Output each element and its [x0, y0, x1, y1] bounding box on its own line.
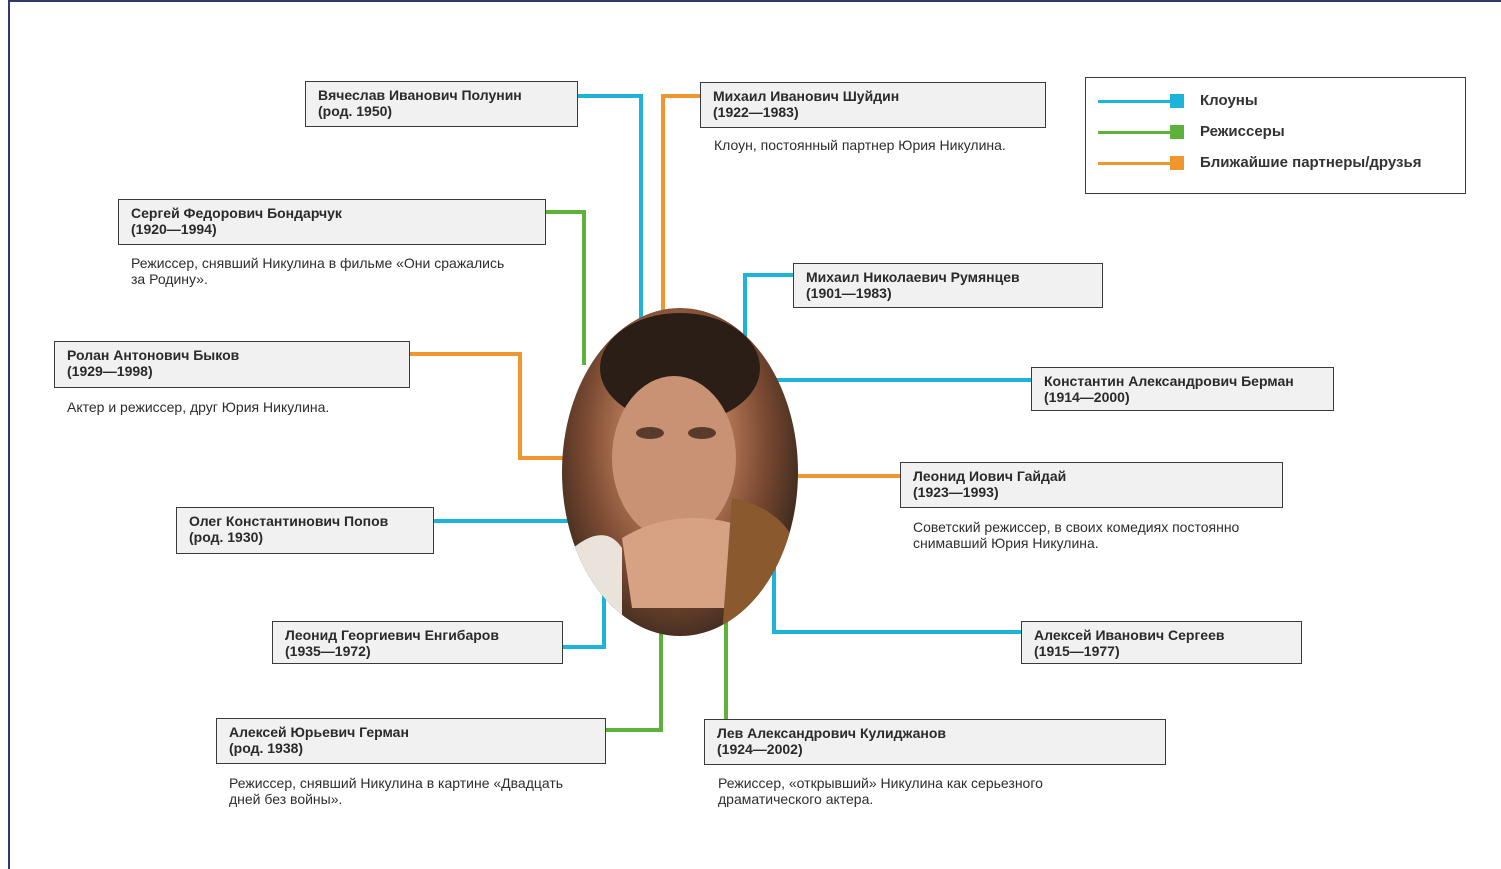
person-years: (1901—1983): [806, 285, 892, 301]
legend-swatch-friends: [1170, 156, 1184, 170]
connector-rumyantsev: [743, 273, 793, 340]
person-years: (1929—1998): [67, 363, 153, 379]
connector-bykov: [410, 352, 566, 460]
desc-line: снимавший Юрия Никулина.: [913, 535, 1099, 551]
person-card-gaidai: Леонид Иович Гайдай (1923—1993): [900, 462, 1283, 508]
desc-line: Режиссер, снявший Никулина в картине «Дв…: [229, 775, 564, 791]
person-desc-bondarchuk: Режиссер, снявший Никулина в фильме «Они…: [131, 255, 504, 287]
person-card-polunin: Вячеслав Иванович Полунин (род. 1950): [305, 81, 578, 127]
legend: Клоуны Режиссеры Ближайшие партнеры/друз…: [1085, 77, 1466, 194]
connector-engibarov: [563, 592, 606, 649]
legend-swatch-directors: [1170, 125, 1184, 139]
person-desc-shuydin: Клоун, постоянный партнер Юрия Никулина.: [714, 137, 1006, 153]
person-years: (1920—1994): [131, 221, 217, 237]
person-name: Михаил Николаевич Румянцев: [806, 269, 1020, 285]
legend-label: Режиссеры: [1200, 123, 1285, 140]
frame-left-border: [8, 0, 10, 869]
portrait-photo-icon: [562, 313, 798, 636]
connector-polunin: [578, 94, 643, 320]
person-name: Алексей Иванович Сергеев: [1034, 627, 1225, 643]
person-years: (1914—2000): [1044, 389, 1130, 405]
center-portrait: [562, 308, 798, 636]
person-card-shuydin: Михаил Иванович Шуйдин (1922—1983): [700, 82, 1046, 128]
person-card-berman: Константин Александрович Берман (1914—20…: [1031, 367, 1334, 411]
person-years: (1915—1977): [1034, 643, 1120, 659]
person-years: (1924—2002): [717, 741, 803, 757]
legend-label: Клоуны: [1200, 92, 1258, 109]
desc-line: Режиссер, снявший Никулина в фильме «Они…: [131, 255, 505, 271]
person-card-rumyantsev: Михаил Николаевич Румянцев (1901—1983): [793, 263, 1103, 308]
desc-line: Актер и режиссер, друг Юрия Никулина.: [67, 399, 330, 415]
person-years: (род. 1930): [189, 529, 264, 545]
desc-line: за Родину».: [131, 271, 208, 287]
person-name: Алексей Юрьевич Герман: [229, 724, 409, 740]
person-card-german: Алексей Юрьевич Герман (род. 1938): [216, 718, 606, 764]
person-name: Михаил Иванович Шуйдин: [713, 88, 900, 104]
person-name: Ролан Антонович Быков: [67, 347, 240, 363]
desc-line: дней без войны».: [229, 791, 343, 807]
connector-sergeev: [772, 565, 1021, 634]
legend-line-directors: [1098, 131, 1170, 134]
desc-line: Клоун, постоянный партнер Юрия Никулина.: [714, 137, 1006, 153]
person-years: (1923—1993): [913, 484, 999, 500]
legend-label: Ближайшие партнеры/друзья: [1200, 154, 1422, 171]
connector-bondarchuk: [546, 210, 586, 365]
person-desc-german: Режиссер, снявший Никулина в картине «Дв…: [229, 775, 563, 807]
legend-swatch-clowns: [1170, 94, 1184, 108]
person-desc-kulidzhanov: Режиссер, «открывший» Никулина как серье…: [718, 775, 1043, 807]
person-card-sergeev: Алексей Иванович Сергеев (1915—1977): [1021, 621, 1302, 664]
person-years: (род. 1950): [318, 103, 393, 119]
person-name: Олег Константинович Попов: [189, 513, 389, 529]
connector-shuydin: [661, 94, 700, 312]
connector-german: [606, 630, 663, 732]
person-name: Леонид Георгиевич Енгибаров: [285, 627, 499, 643]
desc-line: Режиссер, «открывший» Никулина как серье…: [718, 775, 1043, 791]
person-card-kulidzhanov: Лев Александрович Кулиджанов (1924—2002): [704, 719, 1166, 765]
person-name: Лев Александрович Кулиджанов: [717, 725, 946, 741]
person-name: Вячеслав Иванович Полунин: [318, 87, 522, 103]
frame-top-border: [8, 0, 1501, 2]
person-years: (1922—1983): [713, 104, 799, 120]
person-years: (1935—1972): [285, 643, 371, 659]
person-name: Константин Александрович Берман: [1044, 373, 1294, 389]
person-years: (род. 1938): [229, 740, 304, 756]
person-desc-gaidai: Советский режиссер, в своих комедиях пос…: [913, 519, 1239, 551]
legend-line-clowns: [1098, 100, 1170, 103]
desc-line: Советский режиссер, в своих комедиях пос…: [913, 519, 1240, 535]
person-desc-bykov: Актер и режиссер, друг Юрия Никулина.: [67, 399, 329, 415]
desc-line: драматического актера.: [718, 791, 874, 807]
legend-line-friends: [1098, 162, 1170, 165]
person-card-popov: Олег Константинович Попов (род. 1930): [176, 507, 434, 554]
person-card-bykov: Ролан Антонович Быков (1929—1998): [54, 341, 410, 388]
person-name: Леонид Иович Гайдай: [913, 468, 1067, 484]
person-card-engibarov: Леонид Георгиевич Енгибаров (1935—1972): [272, 621, 563, 664]
person-card-bondarchuk: Сергей Федорович Бондарчук (1920—1994): [118, 199, 546, 245]
person-name: Сергей Федорович Бондарчук: [131, 205, 342, 221]
